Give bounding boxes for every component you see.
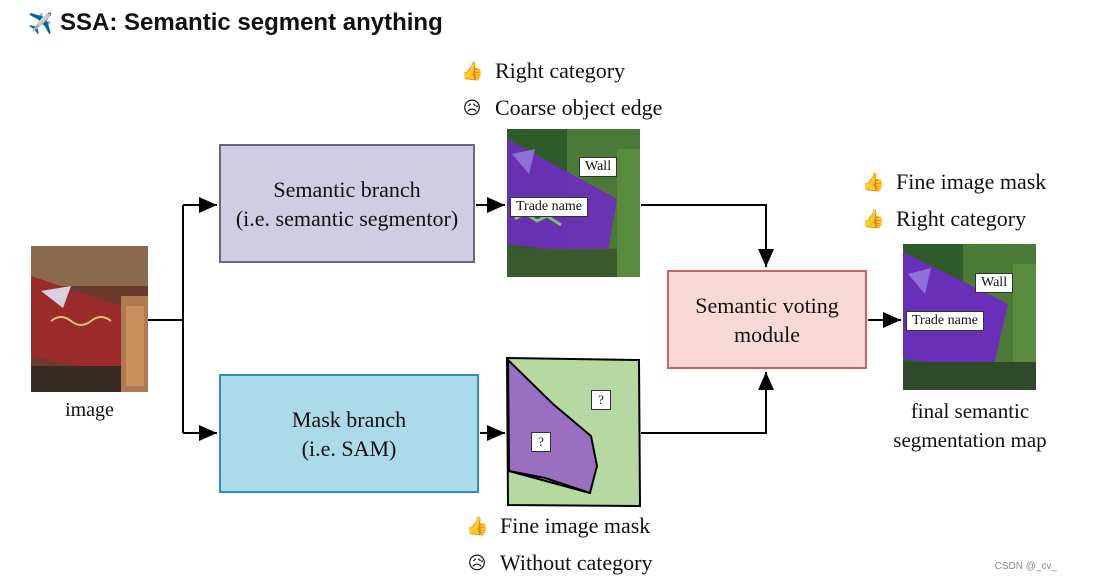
semantic-voting-module-box: Semantic voting module xyxy=(667,270,867,369)
mask-unknown-label-1: ? xyxy=(591,390,611,410)
semantic-branch-title: Semantic branch xyxy=(273,176,421,202)
semantic-branch-box: Semantic branch (i.e. semantic segmentor… xyxy=(219,144,475,263)
thumbs-up-icon: 👍 xyxy=(862,171,885,193)
final-caption-line1: final semantic xyxy=(910,399,1030,423)
thumbs-up-icon: 👍 xyxy=(461,60,484,82)
mask-branch-subtitle: (i.e. SAM) xyxy=(301,435,397,461)
final-label-wall: Wall xyxy=(975,273,1014,293)
final-label-trade-name: Trade name xyxy=(906,311,984,331)
mask-note-fine-mask: 👍 Fine image mask xyxy=(466,513,651,538)
sad-face-icon: 😥 xyxy=(462,97,482,119)
arrow-semantic-to-voting xyxy=(641,204,774,267)
page-title-text: SSA: Semantic segment anything xyxy=(60,9,443,36)
footer-watermark: CSDN @_cv_ xyxy=(994,561,1057,572)
sad-face-icon: 😥 xyxy=(467,552,487,574)
semantic-note-right-category: 👍 Right category xyxy=(461,58,626,83)
semantic-branch-subtitle: (i.e. semantic segmentor) xyxy=(235,205,459,231)
arrow-mask-to-voting xyxy=(641,372,774,434)
thumbs-up-icon: 👍 xyxy=(466,515,489,537)
airplane-icon: ✈️ xyxy=(28,11,53,35)
input-image-caption: image xyxy=(65,399,114,421)
mask-branch-box: Mask branch (i.e. SAM) xyxy=(219,374,479,493)
final-note-fine-mask: 👍 Fine image mask xyxy=(862,169,1047,194)
input-photo xyxy=(31,246,148,392)
mask-note-without-category: 😥 Without category xyxy=(467,550,653,575)
page-title: ✈️ SSA: Semantic segment anything xyxy=(28,8,443,38)
semantic-label-wall: Wall xyxy=(579,157,618,177)
semantic-note-coarse-edge: 😥 Coarse object edge xyxy=(462,95,663,120)
mask-unknown-label-2: ? xyxy=(531,432,551,452)
sam-mask-output xyxy=(505,356,642,508)
final-caption-line2: segmentation map xyxy=(893,428,1047,452)
thumbs-up-icon: 👍 xyxy=(862,208,885,230)
voting-module-title: Semantic voting xyxy=(695,292,839,318)
semantic-label-trade-name: Trade name xyxy=(510,197,588,217)
voting-module-subtitle: module xyxy=(734,321,800,347)
final-note-right-category: 👍 Right category xyxy=(862,206,1027,231)
mask-branch-title: Mask branch xyxy=(291,406,407,432)
final-output-caption: final semantic segmentation map xyxy=(875,397,1065,455)
